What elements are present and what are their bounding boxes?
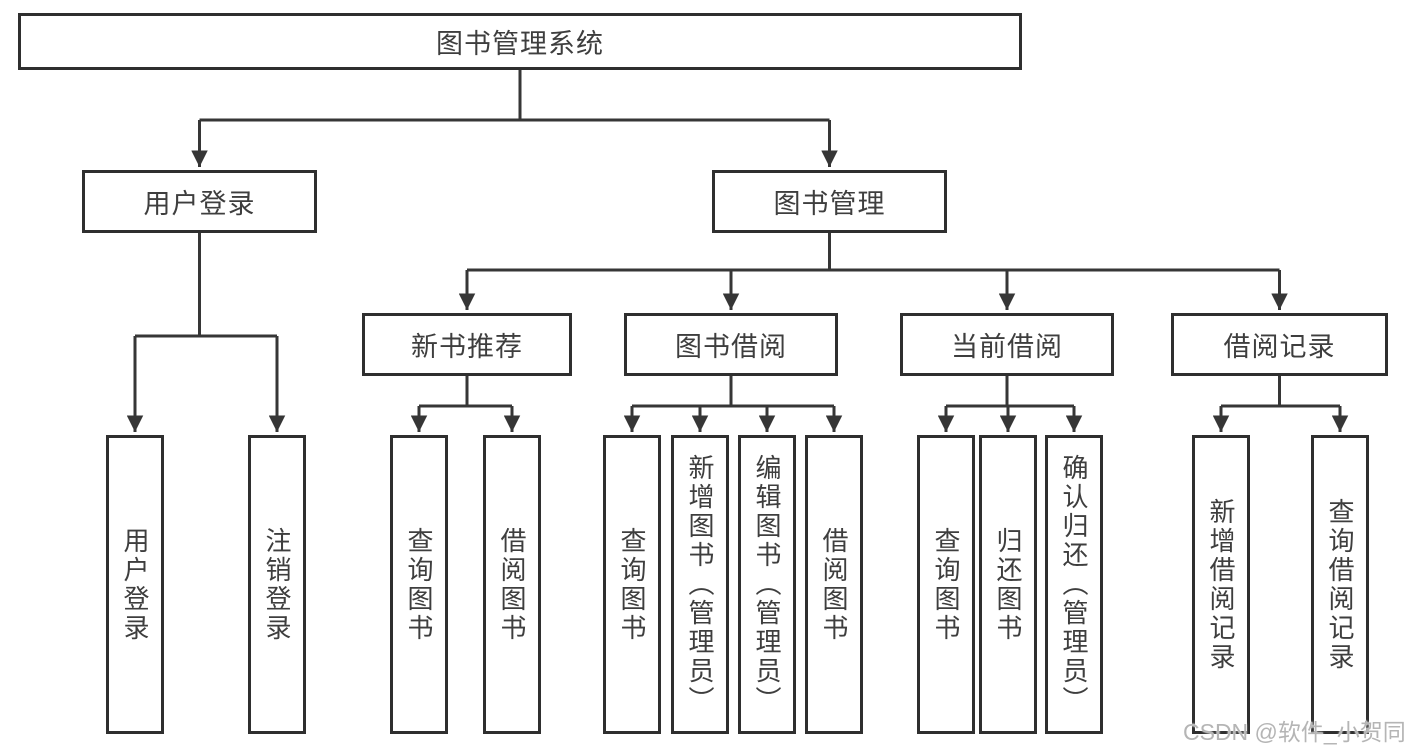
node-user-login: 用户登录	[82, 170, 317, 233]
leaf-borrow-query-books: 查询图书	[603, 435, 661, 734]
watermark-text: CSDN @软件_小贺同学	[1183, 719, 1405, 745]
leaf-logout: 注销登录	[248, 435, 306, 734]
node-book-borrow: 图书借阅	[624, 313, 838, 376]
leaf-user-login: 用户登录	[106, 435, 164, 734]
leaf-borrow-borrow-books: 借阅图书	[805, 435, 863, 734]
node-new-book-recommend: 新书推荐	[362, 313, 572, 376]
leaf-newbook-borrow-books: 借阅图书	[483, 435, 541, 734]
node-borrow-records: 借阅记录	[1171, 313, 1388, 376]
leaf-current-return-books: 归还图书	[979, 435, 1037, 734]
leaf-records-query-borrow-record: 查询借阅记录	[1311, 435, 1369, 734]
leaf-borrow-add-books-admin: 新增图书（管理员）	[671, 435, 729, 734]
leaf-borrow-edit-books-admin: 编辑图书（管理员）	[738, 435, 796, 734]
leaf-current-query-books: 查询图书	[917, 435, 975, 734]
leaf-current-confirm-return-admin: 确认归还（管理员）	[1045, 435, 1103, 734]
node-library-management-system: 图书管理系统	[18, 13, 1022, 70]
leaf-records-add-borrow-record: 新增借阅记录	[1192, 435, 1250, 734]
connector-group	[126, 70, 1349, 432]
leaf-newbook-query-books: 查询图书	[390, 435, 448, 734]
node-book-management: 图书管理	[712, 170, 947, 233]
node-current-borrow: 当前借阅	[900, 313, 1114, 376]
